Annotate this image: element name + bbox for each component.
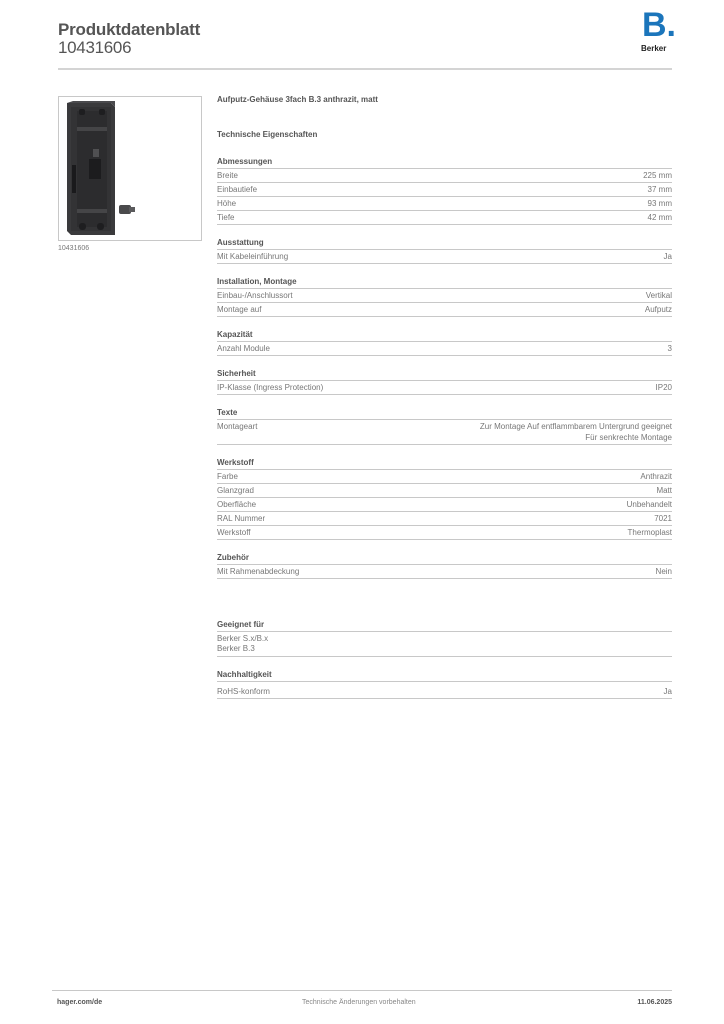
list-item: Berker S.x/B.x	[217, 634, 269, 643]
footer-notice: Technische Änderungen vorbehalten	[302, 999, 416, 1006]
suitable-for-list: Berker S.x/B.x Berker B.3	[217, 632, 672, 657]
spec-row: Montage auf Aufputz	[217, 303, 672, 317]
spec-label: Anzahl Module	[217, 344, 270, 353]
spec-row: Höhe 93 mm	[217, 197, 672, 211]
spec-value: Unbehandelt	[626, 500, 672, 509]
page-title: Produktdatenblatt	[58, 20, 201, 39]
spec-label: Mit Kabeleinführung	[217, 252, 289, 261]
spec-value: Ja	[663, 252, 672, 261]
spec-label: Werkstoff	[217, 528, 251, 537]
spec-label: RAL Nummer	[217, 514, 266, 523]
image-caption: 10431606	[58, 245, 90, 252]
spec-label: Einbautiefe	[217, 185, 258, 194]
spec-value: Vertikal	[645, 291, 672, 300]
spec-label: Oberfläche	[217, 500, 257, 509]
section-suitable-for: Geeignet für Berker S.x/B.x Berker B.3	[217, 619, 672, 657]
list-item: Berker B.3	[217, 644, 255, 653]
spec-label: Glanzgrad	[217, 486, 254, 495]
spec-row: Werkstoff Thermoplast	[217, 526, 672, 540]
section-title: Abmessungen	[217, 156, 672, 169]
spec-row: Anzahl Module 3	[217, 342, 672, 356]
spec-label: Breite	[217, 171, 238, 180]
product-image	[58, 96, 202, 241]
product-name: Aufputz-Gehäuse 3fach B.3 anthrazit, mat…	[217, 95, 378, 104]
logo-mark: B.	[642, 6, 676, 44]
spec-value: 3	[667, 344, 672, 353]
spec-label: Montage auf	[217, 305, 262, 314]
spec-row: Breite 225 mm	[217, 169, 672, 183]
spec-label: Einbau-/Anschlussort	[217, 291, 293, 300]
logo-wordmark: Berker	[641, 44, 667, 53]
section-title: Kapazität	[217, 329, 672, 342]
section-title: Installation, Montage	[217, 276, 672, 289]
header-divider	[58, 68, 672, 70]
spec-row: Farbe Anthrazit	[217, 470, 672, 484]
spec-label: Montageart	[217, 422, 258, 431]
spec-label: Farbe	[217, 472, 238, 481]
section-title: Ausstattung	[217, 237, 672, 250]
footer-date: 11.06.2025	[637, 999, 672, 1006]
spec-row: Einbautiefe 37 mm	[217, 183, 672, 197]
spec-label: Mit Rahmenabdeckung	[217, 567, 300, 576]
spec-value-line: Für senkrechte Montage	[585, 433, 672, 442]
spec-label: IP-Klasse (Ingress Protection)	[217, 383, 324, 392]
spec-value: 93 mm	[647, 199, 672, 208]
spec-row: Oberfläche Unbehandelt	[217, 498, 672, 512]
spec-row: Einbau-/Anschlussort Vertikal	[217, 289, 672, 303]
footer-divider	[52, 990, 672, 991]
spec-sheet: Aufputz-Gehäuse 3fach B.3 anthrazit, mat…	[217, 95, 672, 699]
spec-label: RoHS-konform	[217, 687, 270, 696]
spec-value: Nein	[655, 567, 672, 576]
spec-value: 225 mm	[643, 171, 672, 180]
spec-row: Glanzgrad Matt	[217, 484, 672, 498]
section-title: Nachhaltigkeit	[217, 669, 672, 682]
spec-row: Mit Rahmenabdeckung Nein	[217, 565, 672, 579]
spec-row: Tiefe 42 mm	[217, 211, 672, 225]
section-sustainability: Nachhaltigkeit RoHS-konform Ja	[217, 669, 672, 699]
tech-properties-heading: Technische Eigenschaften	[217, 130, 318, 139]
spec-value: 42 mm	[647, 213, 672, 222]
spec-value: Anthrazit	[640, 472, 672, 481]
article-number: 10431606	[58, 38, 132, 57]
section-title: Sicherheit	[217, 368, 672, 381]
section-title: Texte	[217, 407, 672, 420]
spec-value: 37 mm	[647, 185, 672, 194]
spec-value: Ja	[663, 687, 672, 696]
spec-value: Aufputz	[644, 305, 672, 314]
spec-value: Matt	[656, 486, 672, 495]
footer-website-link[interactable]: hager.com/de	[57, 999, 103, 1006]
section-title: Werkstoff	[217, 457, 672, 470]
spec-value: Thermoplast	[627, 528, 672, 537]
section-title: Geeignet für	[217, 619, 672, 632]
berker-logo: B. Berker	[640, 8, 676, 54]
product-housing-illustration	[67, 101, 135, 235]
spec-value: IP20	[655, 383, 672, 392]
spec-value: Zur Montage Auf entflammbarem Untergrund…	[480, 421, 672, 443]
spec-row: RAL Nummer 7021	[217, 512, 672, 526]
spec-value: 7021	[654, 514, 672, 523]
spec-row: Mit Kabeleinführung Ja	[217, 250, 672, 264]
spec-row: IP-Klasse (Ingress Protection) IP20	[217, 381, 672, 395]
spec-label: Tiefe	[217, 213, 235, 222]
spec-row: Montageart Zur Montage Auf entflammbarem …	[217, 420, 672, 445]
spec-row: RoHS-konform Ja	[217, 685, 672, 699]
section-title: Zubehör	[217, 552, 672, 565]
spec-value-line: Zur Montage Auf entflammbarem Untergrund…	[479, 422, 672, 431]
spec-label: Höhe	[217, 199, 237, 208]
